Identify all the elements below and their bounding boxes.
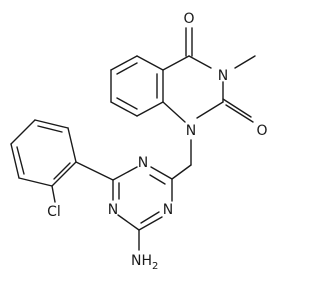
triazine-nitrogen-lower-right-label: N: [163, 202, 173, 218]
bond: [67, 127, 77, 163]
bonds: [10, 27, 256, 251]
bond: [10, 119, 36, 145]
bond: [225, 104, 254, 123]
bond: [75, 161, 114, 181]
bond: [18, 177, 53, 187]
bond: [138, 216, 163, 231]
oxygen-top-label: O: [183, 11, 194, 27]
amino-label: NH2: [131, 253, 158, 272]
bond: [234, 55, 256, 69]
bond: [196, 101, 224, 119]
nitrogen-n1-label: N: [186, 123, 196, 139]
bond: [116, 62, 138, 75]
bond: [51, 161, 77, 187]
bond: [162, 101, 186, 123]
amino-subscript: 2: [152, 261, 158, 272]
bond: [188, 55, 212, 69]
bond: [136, 55, 164, 71]
oxygen-right-label: O: [256, 123, 267, 139]
bond: [117, 214, 140, 231]
molecule-diagram: O N O N N N N Cl NH2: [10, 11, 268, 272]
bond: [10, 143, 20, 179]
chlorine-label: Cl: [47, 204, 61, 220]
triazine-nitrogen-lower-left-label: N: [108, 202, 118, 218]
bond: [53, 162, 71, 180]
triazine-nitrogen-upper-label: N: [138, 155, 148, 171]
bond: [222, 98, 252, 118]
bond: [149, 174, 166, 185]
bond: [16, 146, 25, 175]
bond: [150, 166, 173, 180]
atom-labels: O N O N N N N Cl NH2: [47, 11, 267, 272]
bond: [112, 166, 138, 181]
bond: [34, 119, 69, 129]
bond: [116, 97, 138, 110]
nitrogen-n3-label: N: [218, 68, 228, 84]
bond: [162, 55, 190, 71]
bond: [37, 125, 63, 133]
amino-main: NH: [131, 253, 152, 269]
structure-canvas: O N O N N N N Cl NH2: [10, 11, 268, 272]
bond: [110, 55, 138, 71]
bond: [136, 101, 164, 117]
bond: [140, 211, 160, 224]
bond: [171, 164, 192, 180]
bond: [51, 185, 56, 203]
bond: [110, 101, 138, 117]
